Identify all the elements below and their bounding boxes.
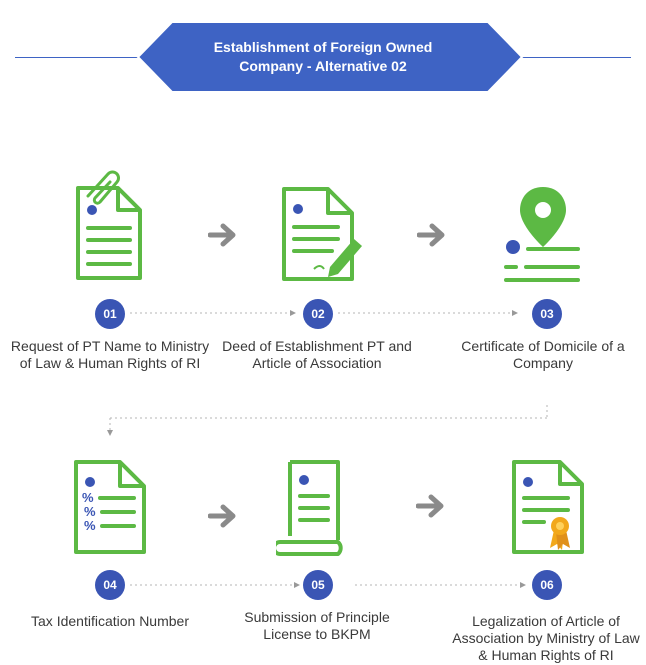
svg-text:%: % [82, 490, 94, 505]
step-caption: Certificate of Domicile of a Company [461, 338, 625, 371]
step-caption: Request of PT Name to Ministry of Law & … [10, 338, 210, 371]
step-number-badge: 04 [95, 570, 125, 600]
document-paperclip-icon [76, 170, 142, 280]
arrow-right-icon [208, 223, 236, 247]
banner-title-line1: Establishment of Foreign Owned [213, 39, 433, 55]
arrow-right-icon [417, 223, 445, 247]
step-number-badge: 03 [532, 299, 562, 329]
step-number-badge: 02 [303, 299, 333, 329]
arrow-right-icon [208, 504, 236, 528]
document-pen-icon [282, 187, 362, 281]
banner-title-emphasis: Alternative 02 [314, 58, 407, 74]
step-caption: Legalization of Article of Association b… [452, 613, 640, 663]
step-caption: Tax Identification Number [31, 613, 189, 629]
step-caption: Submission of Principle License to BKPM [244, 609, 390, 642]
svg-text:%: % [84, 518, 96, 533]
tax-document-icon: % % % [74, 460, 146, 554]
banner-title-line2: Company - Alternative 02 [170, 57, 476, 75]
banner-title-prefix: Company - [239, 58, 315, 74]
step-number-badge: 05 [303, 570, 333, 600]
step-number-badge: 06 [532, 570, 562, 600]
step-number-badge: 01 [95, 299, 125, 329]
certificate-ribbon-icon [512, 460, 584, 554]
title-banner [136, 21, 524, 93]
location-pin-icon [504, 187, 580, 282]
step-caption: Deed of Establishment PT and Article of … [222, 338, 412, 371]
scroll-icon [276, 460, 343, 556]
arrow-right-icon [416, 494, 444, 518]
svg-text:%: % [84, 504, 96, 519]
